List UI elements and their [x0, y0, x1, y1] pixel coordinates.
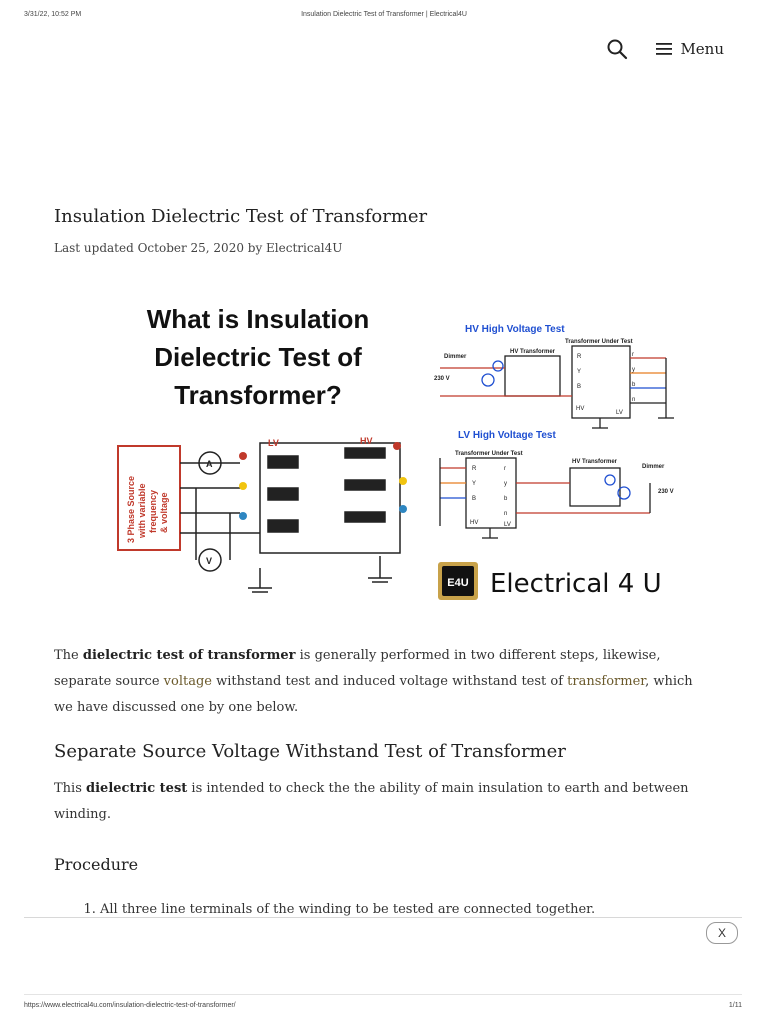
- source-label-1: 3 Phase Source: [126, 476, 136, 543]
- hv-box-lv: LV: [616, 410, 623, 416]
- lv-term-R: R: [472, 466, 477, 472]
- lv-term-y: y: [504, 481, 507, 487]
- hero-heading-line3: Transformer?: [174, 380, 342, 410]
- hv-term-y: y: [632, 367, 635, 373]
- hv-test-label: HV High Voltage Test: [465, 324, 565, 335]
- intro-paragraph: The dielectric test of transformer is ge…: [54, 643, 714, 721]
- menu-button[interactable]: Menu: [656, 40, 724, 58]
- banner-overlay: [0, 918, 768, 978]
- article-meta: Last updated October 25, 2020 by Electri…: [54, 241, 343, 255]
- banner-divider: [24, 917, 742, 918]
- hv-test-diagram: [440, 345, 674, 429]
- dimmer-label-top: Dimmer: [444, 354, 467, 360]
- hv-label: HV: [360, 436, 373, 446]
- hv-term-b: b: [632, 382, 636, 388]
- lv-term-n: n: [504, 511, 507, 517]
- p2-text-1: This: [54, 781, 87, 796]
- dimmer-label-bottom: Dimmer: [642, 464, 665, 470]
- p1-text-3: withstand test and induced voltage withs…: [211, 674, 568, 689]
- menu-label: Menu: [680, 40, 724, 58]
- transformer-link[interactable]: transformer: [567, 674, 646, 689]
- v230-label-top: 230 V: [434, 376, 450, 382]
- print-title: Insulation Dielectric Test of Transforme…: [301, 11, 467, 18]
- logo-badge-text: E4U: [447, 577, 468, 589]
- terminal-dots: [239, 442, 407, 520]
- lv-test-label: LV High Voltage Test: [458, 430, 556, 441]
- hv-term-n: n: [632, 397, 635, 403]
- p1-text-2: is generally performed in two different …: [54, 648, 661, 689]
- top-nav: Menu: [606, 38, 724, 60]
- lv-box-hv: HV: [470, 520, 478, 526]
- p2-bold: dielectric test: [86, 781, 188, 796]
- p2-text-2: is intended to check the the ability of …: [54, 781, 689, 822]
- lv-term-B: B: [472, 496, 476, 502]
- close-banner-button[interactable]: X: [706, 922, 738, 944]
- lv-label: LV: [268, 438, 279, 448]
- list-item: All three line terminals of the winding …: [100, 902, 595, 917]
- print-header: 3/31/22, 10:52 PM Insulation Dielectric …: [0, 11, 768, 23]
- search-icon[interactable]: [606, 38, 628, 60]
- hv-term-r: r: [632, 352, 634, 358]
- voltmeter-label: V: [206, 556, 212, 566]
- lv-term-r: r: [504, 466, 506, 472]
- source-label-4: & voltage: [159, 492, 169, 533]
- hv-term-R: R: [577, 354, 582, 360]
- section-paragraph: This dielectric test is intended to chec…: [54, 776, 714, 828]
- footer-divider: [24, 994, 742, 995]
- hv-term-Y: Y: [577, 369, 581, 375]
- three-phase-diagram: [117, 442, 401, 593]
- print-date: 3/31/22, 10:52 PM: [24, 11, 82, 18]
- lv-term-Y: Y: [472, 481, 476, 487]
- hv-box-hv: HV: [576, 406, 584, 412]
- logo-text: Electrical 4 U: [490, 569, 662, 599]
- p1-text-4: , which we have discussed one by one bel…: [54, 674, 693, 715]
- source-label-3: frequency: [148, 490, 158, 533]
- p1-text-1: The: [54, 648, 83, 663]
- lv-test-diagram: [439, 457, 651, 539]
- hero-heading-line1: What is Insulation: [147, 304, 369, 334]
- lv-term-b: b: [504, 496, 508, 502]
- hamburger-icon: [656, 43, 673, 55]
- hv-term-B: B: [577, 384, 581, 390]
- print-url: https://www.electrical4u.com/insulation-…: [24, 1002, 236, 1009]
- procedure-heading: Procedure: [54, 855, 139, 874]
- procedure-list: All three line terminals of the winding …: [54, 902, 595, 917]
- hv-transformer-under-test: Transformer Under Test: [565, 339, 633, 345]
- section-heading: Separate Source Voltage Withstand Test o…: [54, 741, 566, 762]
- ammeter-label: A: [206, 459, 213, 469]
- electrical4u-logo: E4U Electrical 4 U: [438, 562, 662, 600]
- print-page-number: 1/11: [728, 1002, 742, 1009]
- hero-image: What is Insulation Dielectric Test of Tr…: [117, 304, 674, 600]
- page-title: Insulation Dielectric Test of Transforme…: [54, 206, 428, 227]
- lv-hv-transformer-label: HV Transformer: [572, 459, 618, 465]
- lv-transformer-under-test: Transformer Under Test: [455, 451, 523, 457]
- lv-box-lv: LV: [504, 522, 511, 528]
- source-label-2: with variable: [137, 483, 147, 539]
- hero-heading-line2: Dielectric Test of: [154, 342, 362, 372]
- voltage-link[interactable]: voltage: [163, 674, 212, 689]
- v230-label-bottom: 230 V: [658, 489, 674, 495]
- hv-transformer-label: HV Transformer: [510, 349, 556, 355]
- p1-bold: dielectric test of transformer: [82, 648, 296, 663]
